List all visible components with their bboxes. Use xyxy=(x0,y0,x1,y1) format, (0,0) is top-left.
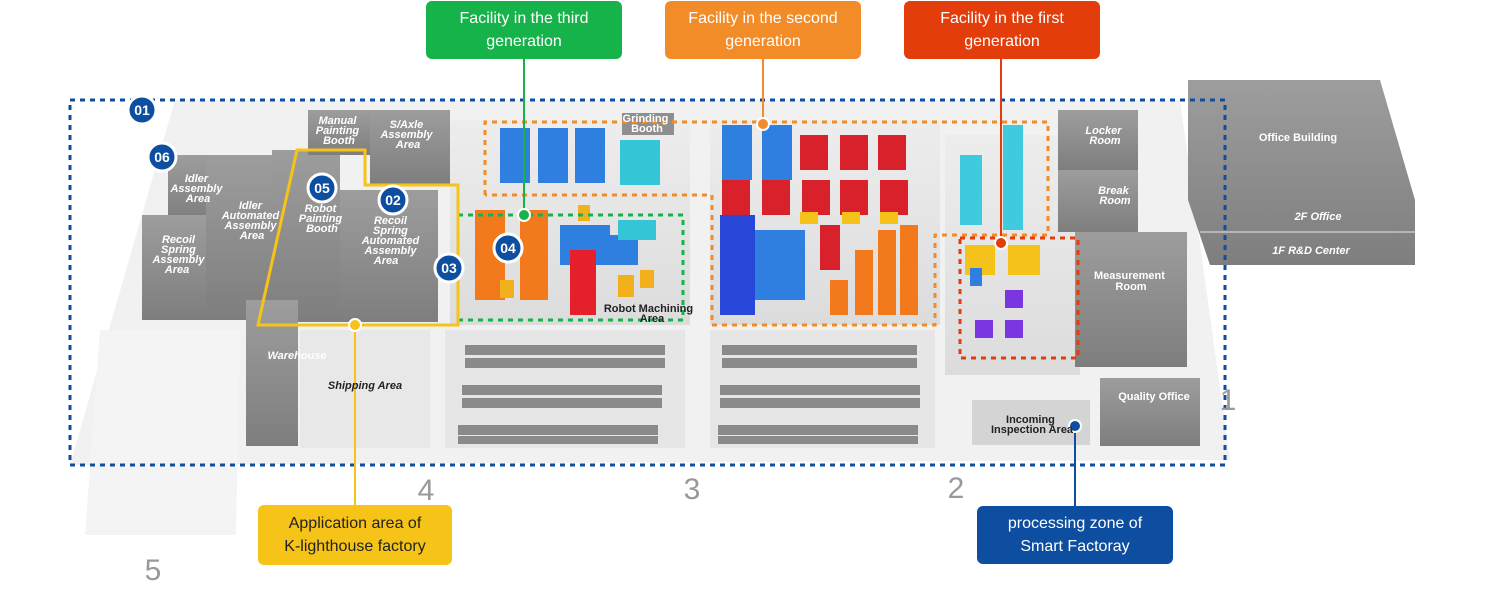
callout-first-generation: Facility in the first generation xyxy=(904,1,1100,59)
badge-03: 03 xyxy=(433,252,465,284)
callout-first-generation-text: Facility in the first generation xyxy=(940,10,1064,50)
callout-k-lighthouse-text: Application area of K-lighthouse factory xyxy=(284,515,426,555)
building-saxle-assembly xyxy=(370,110,450,185)
machine-zone-3-cyan-2 xyxy=(618,220,656,240)
machine-zone-1-blue xyxy=(970,268,982,286)
machines-zone-2-orange xyxy=(830,225,918,315)
badge-01: 01 xyxy=(126,94,158,126)
zone-outline-second-generation xyxy=(483,120,1050,327)
badge-02-label: 02 xyxy=(385,192,401,208)
zone-number-4: 4 xyxy=(418,474,435,507)
zone-outline-third-generation xyxy=(456,213,685,322)
building-recoil-spring-assembly xyxy=(142,215,210,320)
callout-second-generation-text: Facility in the second generation xyxy=(688,10,838,50)
dot-k-lighthouse xyxy=(348,318,362,332)
label-manual-painting: Manual Painting Booth xyxy=(316,115,362,147)
label-shipping: Shipping Area xyxy=(328,380,402,392)
badge-03-label: 03 xyxy=(441,260,457,276)
label-break-room: Break Room xyxy=(1098,185,1132,207)
badge-04: 04 xyxy=(492,232,524,264)
label-idler-automated: Idler Automated Assembly Area xyxy=(221,200,283,242)
label-incoming-inspection: Incoming Inspection Area xyxy=(991,414,1074,436)
label-warehouse: Warehouse xyxy=(267,350,326,362)
building-locker-room xyxy=(1058,110,1138,170)
storage-racks-zone-3 xyxy=(458,345,665,444)
dot-third-generation xyxy=(517,208,531,222)
label-recoil-automated: Recoil Spring Automated Assembly Area xyxy=(361,215,423,267)
machine-zone-3-red xyxy=(570,250,596,315)
label-rnd-1f: 1F R&D Center xyxy=(1272,245,1350,257)
building-measurement-room xyxy=(1075,232,1187,367)
zone-number-1: 1 xyxy=(1220,384,1237,417)
zone-number-2: 2 xyxy=(948,472,965,505)
badge-04-label: 04 xyxy=(500,240,516,256)
label-saxle-assembly: S/Axle Assembly Area xyxy=(379,119,435,151)
badge-05: 05 xyxy=(306,172,338,204)
label-recoil-assembly: Recoil Spring Assembly Area xyxy=(151,234,207,276)
machines-zone-1-purple xyxy=(975,290,1023,338)
machines-zone-2-blue xyxy=(722,125,805,300)
robot-arms-zone-3 xyxy=(500,205,654,298)
label-measurement-room: Measurement Room xyxy=(1094,270,1168,293)
building-manual-painting-booth xyxy=(308,110,370,155)
storage-racks-zone-2 xyxy=(718,345,920,444)
outer-lot xyxy=(85,330,240,535)
label-locker-room: Locker Room xyxy=(1085,125,1124,147)
callout-smart-factory-text: processing zone of Smart Factoray xyxy=(1007,515,1143,555)
dot-first-generation xyxy=(994,236,1008,250)
callout-k-lighthouse: Application area of K-lighthouse factory xyxy=(258,505,452,565)
callout-second-generation: Facility in the second generation xyxy=(665,1,861,59)
building-office xyxy=(1188,80,1415,265)
machine-zone-3-cyan xyxy=(620,140,660,185)
building-warehouse xyxy=(246,300,298,446)
zone-outline-k-lighthouse xyxy=(256,148,460,327)
label-idler-assembly: Idler Assembly Area xyxy=(169,173,225,205)
label-grinding-booth: Grinding Booth xyxy=(623,113,672,135)
callout-smart-factory: processing zone of Smart Factoray xyxy=(977,506,1173,564)
machine-zone-2-navy xyxy=(720,215,755,315)
building-grinding-booth xyxy=(622,113,674,135)
shipping-floor xyxy=(300,330,430,448)
callout-third-generation-text: Facility in the third generation xyxy=(459,10,589,50)
label-quality-office: Quality Office xyxy=(1118,391,1190,403)
zone-number-3: 3 xyxy=(684,473,701,506)
badge-01-label: 01 xyxy=(134,102,150,118)
zone-number-5: 5 xyxy=(145,554,162,587)
machines-zone-2-red xyxy=(722,135,908,270)
building-break-room xyxy=(1058,170,1138,232)
dot-smart-factory xyxy=(1068,419,1082,433)
badge-02: 02 xyxy=(377,184,409,216)
badge-06-label: 06 xyxy=(154,149,170,165)
dot-second-generation xyxy=(756,117,770,131)
badge-05-label: 05 xyxy=(314,180,330,196)
label-robot-painting: Robot Painting Booth xyxy=(299,203,345,235)
robot-arms-zone-2 xyxy=(800,212,898,224)
callout-third-generation: Facility in the third generation xyxy=(426,1,622,59)
building-quality-office xyxy=(1100,378,1200,446)
label-office-2f: 2F Office xyxy=(1294,211,1342,223)
badge-06: 06 xyxy=(146,141,178,173)
label-office-building: Office Building xyxy=(1259,132,1337,144)
label-robot-machining: Robot Machining Area xyxy=(604,303,696,325)
machines-zone-1-cyan xyxy=(960,125,1023,230)
